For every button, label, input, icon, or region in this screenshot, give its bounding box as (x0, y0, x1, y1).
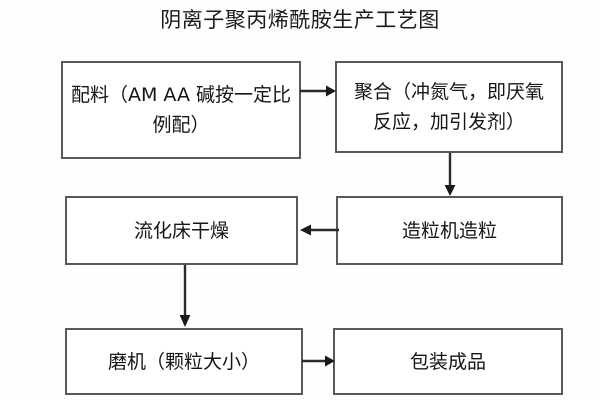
process-node-batching[interactable]: 配料（AM AA 碱按一定比例配） (61, 61, 301, 159)
process-node-polymerization[interactable]: 聚合（冲氮气，即厌氧反应，加引发剂） (335, 61, 563, 153)
connector-polymerization-to-granulation (437, 152, 463, 200)
process-node-granulation-label: 造粒机造粒 (401, 219, 497, 242)
connector-drying-to-mill (172, 264, 198, 330)
process-node-fluidized-bed-drying[interactable]: 流化床干燥 (65, 196, 298, 265)
process-node-granulation[interactable]: 造粒机造粒 (336, 196, 563, 265)
connector-granulation-to-drying (296, 217, 340, 243)
process-node-mill-label: 磨机（颗粒大小） (107, 350, 260, 373)
process-node-packaging[interactable]: 包装成品 (333, 328, 563, 395)
process-node-packaging-label: 包装成品 (409, 350, 486, 373)
connector-mill-to-packaging (301, 348, 337, 374)
process-node-fluidized-bed-drying-label: 流化床干燥 (133, 219, 229, 242)
process-node-polymerization-label: 聚合（冲氮气，即厌氧反应，加引发剂） (353, 81, 544, 133)
process-node-batching-label: 配料（AM AA 碱按一定比例配） (71, 84, 291, 136)
process-node-mill[interactable]: 磨机（颗粒大小） (65, 328, 303, 395)
connector-batching-to-polymer (299, 78, 339, 104)
page-title: 阴离子聚丙烯酰胺生产工艺图 (160, 8, 440, 32)
